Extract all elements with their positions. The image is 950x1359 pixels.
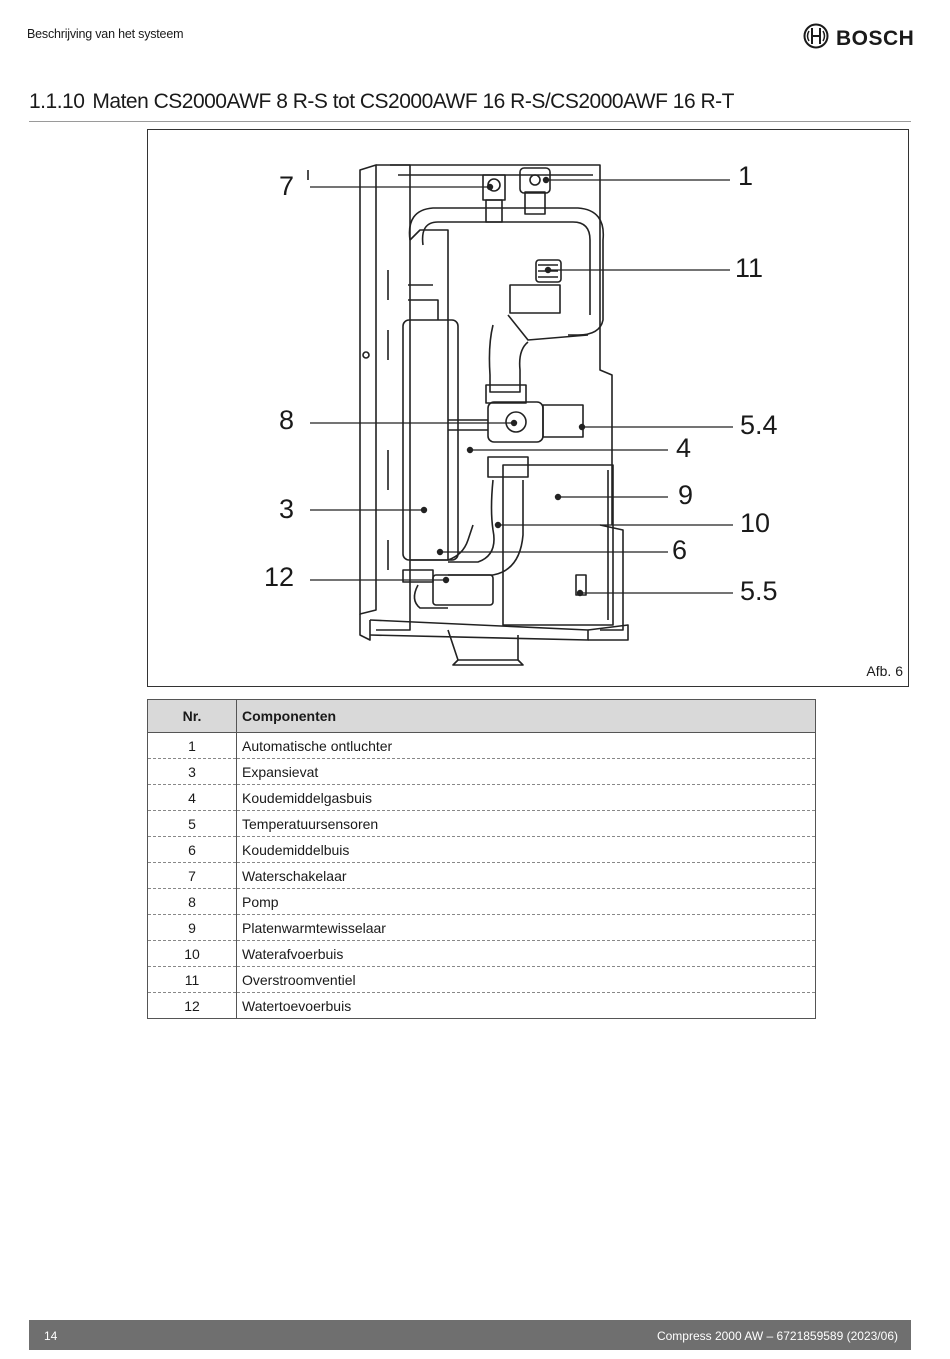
row-nr: 1: [147, 732, 237, 759]
bosch-armature-icon: [803, 23, 829, 54]
row-component: Waterschakelaar: [236, 862, 816, 889]
brand-name: BOSCH: [836, 26, 915, 50]
callout-3: 3: [279, 494, 295, 524]
callout-4: 4: [676, 433, 692, 463]
page-footer: 14 Compress 2000 AW – 6721859589 (2023/0…: [29, 1320, 911, 1350]
running-header: Beschrijving van het systeem: [27, 27, 184, 41]
page-number: 14: [44, 1329, 58, 1343]
figure-label: Afb. 6: [866, 663, 903, 679]
row-component: Overstroomventiel: [236, 966, 816, 993]
row-nr: 4: [147, 784, 237, 811]
row-nr: 10: [147, 940, 237, 967]
callout-12: 12: [264, 562, 295, 592]
row-nr: 6: [147, 836, 237, 863]
row-component: Waterafvoerbuis: [236, 940, 816, 967]
callout-7: 7: [279, 171, 295, 201]
row-nr: 7: [147, 862, 237, 889]
header-nr: Nr.: [147, 699, 237, 733]
section-title: Maten CS2000AWF 8 R-S tot CS2000AWF 16 R…: [92, 90, 734, 113]
callout-11: 11: [735, 253, 764, 283]
callout-1: 1: [738, 161, 754, 191]
brand-logo: BOSCH: [803, 23, 914, 54]
page-title: 1.1.10 Maten CS2000AWF 8 R-S tot CS2000A…: [29, 90, 734, 114]
header-components: Componenten: [236, 699, 816, 733]
row-nr: 5: [147, 810, 237, 837]
row-component: Pomp: [236, 888, 816, 915]
row-component: Platenwarmtewisselaar: [236, 914, 816, 941]
document-reference: Compress 2000 AW – 6721859589 (2023/06): [656, 1329, 898, 1343]
callout-10: 10: [740, 508, 771, 538]
section-number: 1.1.10: [29, 90, 85, 113]
unit-drawing: [307, 164, 733, 666]
callout-9: 9: [678, 480, 694, 510]
row-nr: 8: [147, 888, 237, 915]
row-nr: 9: [147, 914, 237, 941]
table-header-row: Nr. Componenten: [147, 699, 816, 733]
row-component: Koudemiddelgasbuis: [236, 784, 816, 811]
row-component: Expansievat: [236, 758, 816, 785]
callout-6: 6: [672, 535, 688, 565]
row-component: Koudemiddelbuis: [236, 836, 816, 863]
row-component: Temperatuursensoren: [236, 810, 816, 837]
callout-5-5: 5.5: [740, 576, 778, 606]
callout-5-4: 5.4: [740, 410, 778, 440]
row-component: Watertoevoerbuis: [236, 992, 816, 1019]
callout-8: 8: [279, 405, 295, 435]
row-component: Automatische ontluchter: [236, 732, 816, 759]
row-nr: 12: [147, 992, 237, 1019]
figure-dimensions: 7 1 11 8 5.4 4 9 3 10 6 12 5.5 Afb. 6: [147, 129, 909, 687]
row-nr: 3: [147, 758, 237, 785]
title-divider: [29, 121, 911, 122]
row-nr: 11: [147, 966, 237, 993]
